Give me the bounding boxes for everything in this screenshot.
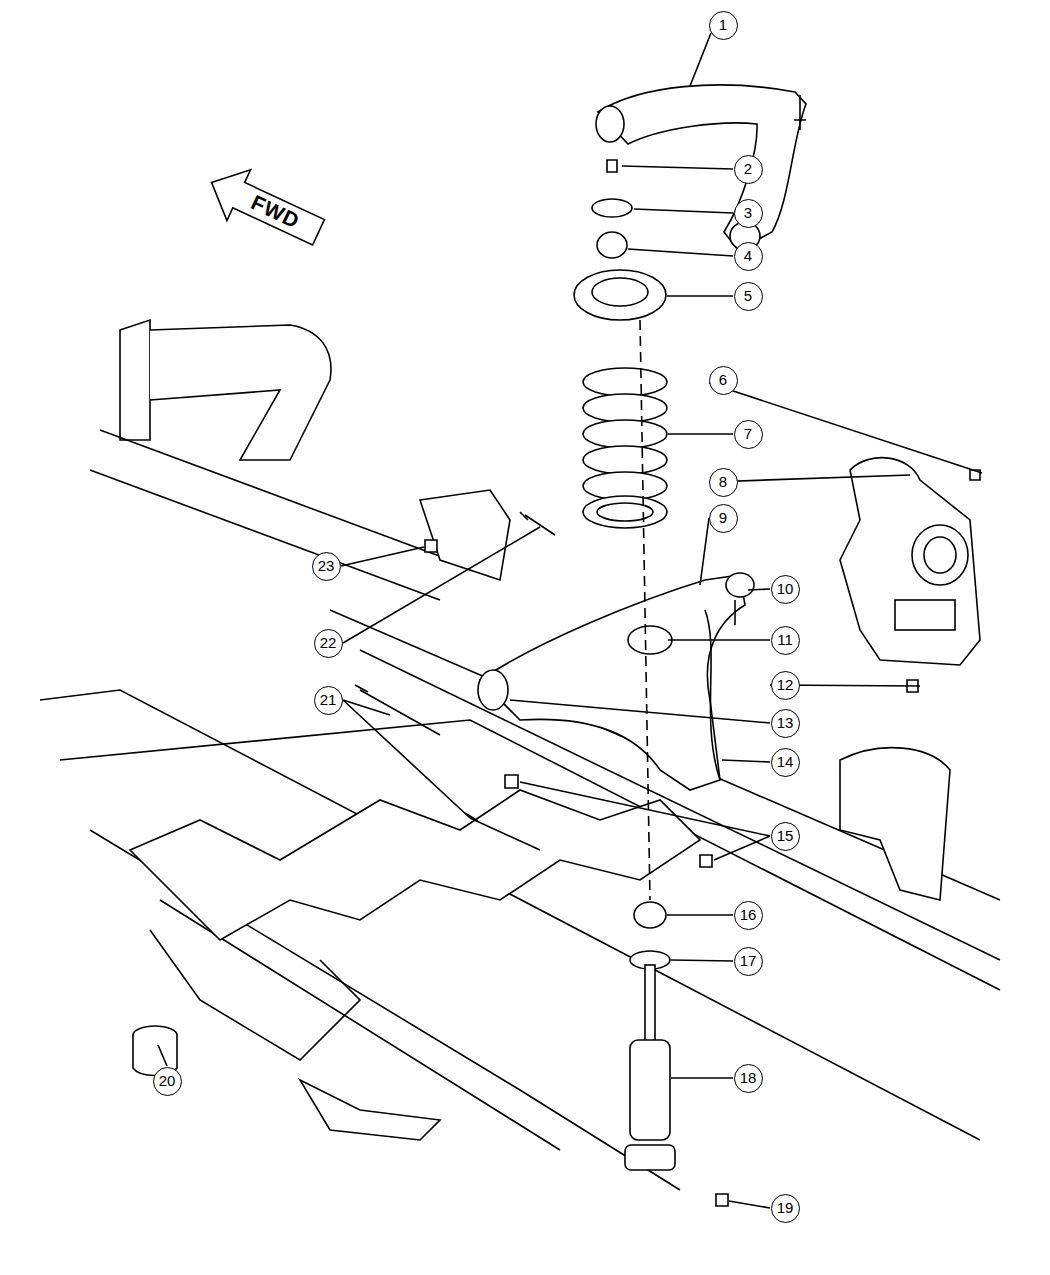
callout-number: 23	[312, 552, 341, 581]
callout-number: 14	[771, 748, 800, 777]
callout-number: 13	[771, 709, 800, 738]
callout-number: 17	[734, 947, 763, 976]
callout-number: 12	[771, 671, 800, 700]
callout-number: 1	[709, 11, 738, 40]
callout-number: 15	[771, 822, 800, 851]
callout-number: 16	[734, 901, 763, 930]
callout-number: 2	[734, 155, 763, 184]
callout-number: 22	[314, 629, 343, 658]
callout-number: 11	[771, 626, 800, 655]
callout-number: 20	[153, 1067, 182, 1096]
callout-number: 4	[734, 242, 763, 271]
callout-number: 19	[771, 1194, 800, 1223]
callout-number: 10	[771, 575, 800, 604]
callout-number: 21	[314, 686, 343, 715]
callout-number: 3	[734, 199, 763, 228]
callout-number: 7	[734, 420, 763, 449]
callout-number: 6	[709, 366, 738, 395]
callout-number: 5	[734, 282, 763, 311]
callout-number: 18	[734, 1064, 763, 1093]
callout-number: 8	[709, 468, 738, 497]
callout-number: 9	[709, 504, 738, 533]
